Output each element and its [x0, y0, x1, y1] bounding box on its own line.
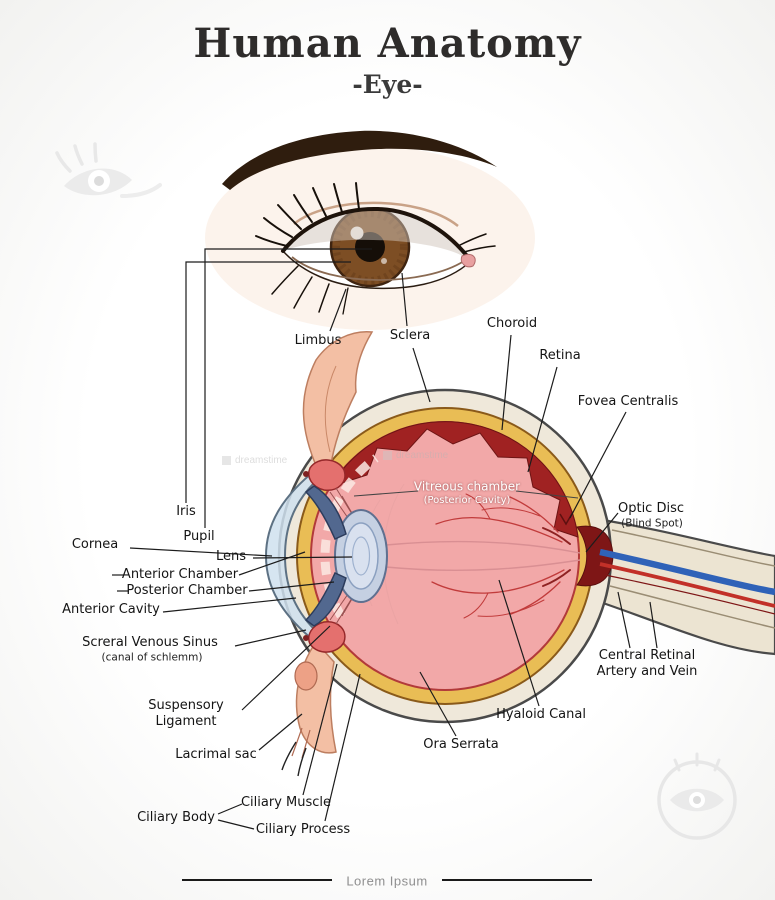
footer-rule-left [182, 879, 332, 881]
label-ora-serrata: Ora Serrata [423, 737, 499, 753]
label-retina: Retina [539, 348, 581, 364]
footer-rule-right [442, 879, 592, 881]
label-iris: Iris [176, 504, 196, 520]
superior-tissue [302, 331, 374, 471]
eye-logo-watermark-top-left [55, 142, 162, 198]
iris-bottom [304, 572, 347, 627]
eyeball-cross-section [264, 331, 775, 777]
external-eye-illustration [205, 130, 535, 330]
optic-disc-region [576, 525, 614, 587]
label-ciliary-process: Ciliary Process [255, 822, 351, 838]
ciliary-body-bottom [308, 621, 346, 653]
label-cornea: Cornea [71, 537, 119, 553]
label-limbus: Limbus [294, 333, 342, 349]
iris-top [304, 485, 347, 540]
anterior-segment [264, 459, 388, 653]
label-anterior-chamber: Anterior Chamber [121, 567, 239, 583]
page-title: Human Anatomy [193, 20, 582, 67]
label-pupil: Pupil [183, 529, 215, 545]
label-posterior-chamber: Posterior Chamber [126, 583, 248, 599]
label-ciliary-muscle: Ciliary Muscle [240, 795, 332, 811]
label-lacrimal-sac: Lacrimal sac [175, 747, 257, 763]
schlemm-canal-top [303, 471, 309, 477]
label-central-retinal: Central Retinal Artery and Vein [596, 648, 698, 679]
label-optic-disc-sub: (Blind Spot) [621, 517, 683, 530]
label-optic-disc: Optic Disc [617, 501, 685, 517]
ciliary-body-top [308, 459, 346, 491]
leader-lines [112, 248, 658, 830]
schlemm-canal-bottom [303, 635, 309, 641]
label-ciliary-body: Ciliary Body [137, 810, 215, 826]
label-choroid: Choroid [486, 316, 538, 332]
retinal-vessels [431, 493, 571, 619]
watermark-text: dreamstime [222, 455, 287, 466]
label-vitreous-chamber-sub: (Posterior Cavity) [423, 494, 511, 506]
central-retinal-vein [599, 548, 775, 596]
label-hyaloid-canal: Hyaloid Canal [496, 707, 586, 723]
lower-eyelid-line [291, 256, 465, 281]
lacrimal-apparatus [281, 640, 337, 777]
central-retinal-artery [599, 562, 775, 608]
label-lens: Lens [215, 549, 247, 565]
upper-eyelid-line [281, 206, 473, 263]
label-vitreous-chamber: Vitreous chamber [413, 479, 521, 494]
hyaloid-canal [385, 540, 581, 572]
eye-logo-watermark-bottom-right [657, 752, 737, 840]
page-subtitle: -Eye- [352, 70, 423, 99]
lacrimal-sac-shape [294, 661, 318, 691]
watermark-text: dreamstime [383, 450, 448, 461]
eyelashes [255, 182, 496, 315]
retina-layer [327, 421, 579, 538]
label-scleral-venous-sinus-sub: (canal of schlemm) [101, 651, 203, 664]
label-scleral-venous-sinus: Screral Venous Sinus [82, 635, 218, 651]
caruncle [460, 253, 476, 268]
label-suspensory-ligament: Suspensory Ligament [148, 698, 224, 729]
label-anterior-cavity: Anterior Cavity [62, 602, 160, 618]
eyebrow [222, 130, 497, 190]
footer-text: Lorem Ipsum [346, 873, 428, 889]
label-fovea-centralis: Fovea Centralis [577, 394, 679, 410]
label-sclera: Sclera [389, 328, 431, 344]
